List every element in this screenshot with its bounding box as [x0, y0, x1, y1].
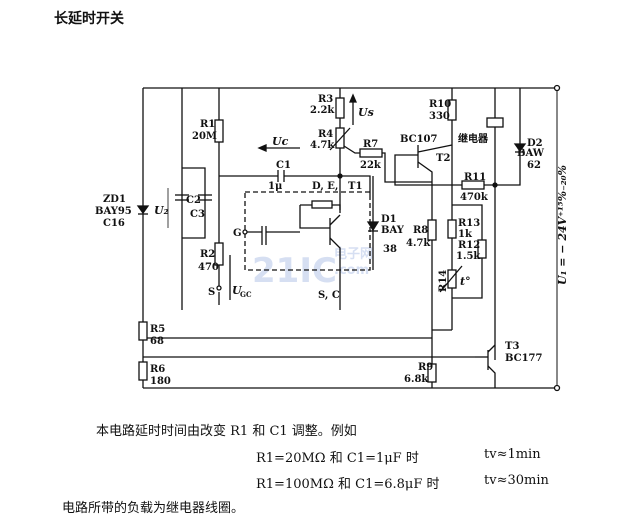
r10-value: 330: [429, 111, 450, 122]
r11-value: 470k: [460, 192, 489, 203]
zd1-type: BAY95: [95, 206, 132, 217]
r12-value: 1.5k: [456, 251, 481, 262]
r2-value: 470: [198, 262, 219, 273]
circuit-diagram: 21IC 电子网 .com: [95, 84, 569, 392]
r2-label: R2: [200, 249, 215, 260]
u2-label: U₂: [154, 204, 169, 217]
zd1-code: C16: [103, 218, 125, 229]
d1-label: D1: [381, 214, 397, 225]
r13-label: R13: [458, 218, 480, 229]
r9-value: 6.8k: [404, 374, 429, 385]
c1-value: 1μ: [268, 181, 282, 192]
r14-symbol: t°: [460, 275, 471, 288]
r10-label: R10: [429, 99, 451, 110]
r8-value: 4.7k: [406, 238, 431, 249]
component-labels: ZD1 BAY95 C16 U₂ C2 C3 R1 20M R2 470 S U…: [95, 94, 569, 387]
t2-type: BC107: [400, 134, 438, 145]
d2-code: 62: [527, 160, 541, 171]
r6-value: 180: [150, 376, 171, 387]
r3-value: 2.2k: [310, 105, 335, 116]
ugc-sub: GC: [240, 290, 252, 299]
c3-label: C3: [190, 209, 205, 220]
r1-value: 20M: [192, 131, 217, 142]
d2-label: D2: [527, 138, 543, 149]
watermark: 21IC: [252, 251, 337, 291]
ugc-label: U: [232, 284, 243, 297]
r11-label: R11: [464, 172, 486, 183]
r3-label: R3: [318, 94, 333, 105]
r13-value: 1k: [458, 229, 473, 240]
t1-de-label: D, E,: [312, 181, 338, 192]
uc-label: Uc: [272, 135, 289, 148]
t1-label: T1: [348, 181, 362, 192]
text-line-3-condition: R1=100MΩ 和 C1=6.8μF 时: [256, 477, 440, 492]
t3-label: T3: [505, 341, 519, 352]
watermark-cn: 电子网: [334, 246, 373, 262]
text-line-2-result: tv≈1min: [484, 447, 541, 462]
r7-value: 22k: [360, 160, 382, 171]
r6-label: R6: [150, 364, 165, 375]
wires: [136, 84, 561, 392]
text-line-4: 电路所带的负载为继电器线圈。: [62, 501, 245, 516]
t1-sc-label: S, C: [318, 290, 340, 301]
r7-label: R7: [363, 139, 378, 150]
switch-s-label: S: [208, 287, 215, 298]
gate-g-label: G: [233, 228, 242, 239]
relay-label: 继电器: [458, 132, 489, 145]
t2-label: T2: [436, 153, 450, 164]
d2-type: BAW: [517, 148, 545, 159]
r5-label: R5: [150, 324, 165, 335]
u1-label: U₁ = − 24V⁺¹⁵%₋₂₀%: [556, 165, 569, 285]
c2-label: C2: [186, 195, 201, 206]
t3-type: BC177: [505, 353, 543, 364]
text-line-3-result: tv≈30min: [484, 473, 549, 488]
r14-label: R14: [438, 270, 449, 292]
d1-code: 38: [383, 244, 397, 255]
us-label: Us: [358, 106, 374, 119]
r1-label: R1: [200, 119, 215, 130]
text-line-1: 本电路延时时间由改变 R1 和 C1 调整。例如: [96, 424, 357, 439]
text-line-2-condition: R1=20MΩ 和 C1=1μF 时: [256, 451, 419, 466]
r4-value: 4.7k: [310, 140, 335, 151]
r8-label: R8: [413, 225, 428, 236]
zd1-label: ZD1: [103, 194, 126, 205]
watermark-com: .com: [334, 263, 369, 278]
r12-label: R12: [458, 240, 480, 251]
r9-label: R9: [418, 362, 433, 373]
r5-value: 68: [150, 336, 164, 347]
page-title: 长延时开关: [54, 11, 124, 27]
c1-label: C1: [276, 160, 291, 171]
d1-type: BAY: [381, 225, 405, 236]
r4-label: R4: [318, 129, 333, 140]
